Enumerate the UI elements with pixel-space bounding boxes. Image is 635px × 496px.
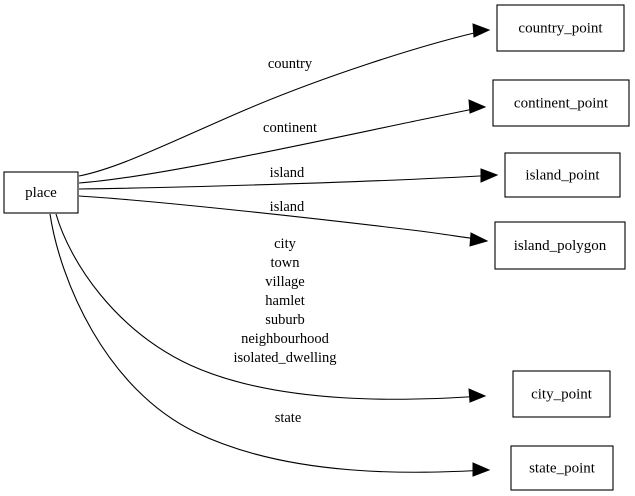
edges-layer [49, 23, 499, 477]
edge-label-line: hamlet [265, 293, 304, 309]
edge-line [78, 195, 486, 241]
arrow-head-icon [469, 232, 489, 247]
edge-place-to-state_point[interactable] [49, 213, 491, 477]
edge-label-island_polygon: island [270, 199, 305, 215]
node-label: continent_point [514, 95, 609, 111]
node-label: island_point [525, 167, 600, 183]
arrow-head-icon [468, 388, 487, 403]
edge-label-island_point: island [270, 165, 305, 181]
node-city_point[interactable]: city_point [512, 370, 611, 418]
node-country_point[interactable]: country_point [496, 4, 625, 52]
node-island_point[interactable]: island_point [504, 152, 621, 198]
edge-label-line: island [270, 165, 305, 181]
edge-line [78, 106, 484, 184]
edge-line [55, 213, 484, 400]
edge-place-to-city_point[interactable] [55, 213, 487, 403]
edge-label-state_point: state [275, 410, 302, 426]
edge-line [78, 174, 496, 190]
edge-place-to-island_point[interactable] [78, 168, 499, 190]
node-label: place [25, 185, 57, 201]
node-label: state_point [529, 460, 596, 476]
edge-label-line: continent [263, 120, 317, 136]
nodes-layer: place country_point continent_point island_… [3, 4, 630, 491]
node-box [504, 152, 621, 198]
edge-label-country_point: country [268, 56, 313, 72]
edge-label-line: state [275, 410, 302, 426]
edge-label-line: isolated_dwelling [233, 350, 336, 366]
edge-label-line: village [265, 274, 304, 290]
node-island_polygon[interactable]: island_polygon [494, 221, 626, 270]
edge-label-line: country [268, 56, 313, 72]
node-box [492, 79, 630, 127]
node-label: country_point [518, 20, 603, 36]
node-box [494, 221, 626, 270]
node-place[interactable]: place [3, 171, 79, 214]
edge-place-to-continent_point[interactable] [78, 99, 487, 184]
node-label: island_polygon [514, 238, 607, 254]
edge-label-line: suburb [265, 312, 304, 328]
edge-line [78, 29, 488, 177]
edge-label-line: city [274, 236, 296, 252]
node-box [496, 4, 625, 52]
node-box [3, 171, 79, 214]
node-state_point[interactable]: state_point [510, 445, 614, 491]
edge-place-to-country_point[interactable] [78, 23, 491, 177]
node-label: city_point [531, 386, 593, 402]
edge-label-continent_point: continent [263, 120, 317, 136]
arrow-head-icon [472, 23, 491, 38]
arrow-head-icon [480, 168, 499, 183]
node-box [510, 445, 614, 491]
edge-label-city_point: city town village hamlet suburb neighbourhood… [233, 236, 336, 366]
edge-place-to-island_polygon[interactable] [78, 195, 489, 247]
arrow-head-icon [468, 99, 487, 114]
node-continent_point[interactable]: continent_point [492, 79, 630, 127]
node-box [512, 370, 611, 418]
edge-label-line: neighbourhood [241, 331, 330, 347]
edge-labels-layer: country continent island island city town vill… [233, 56, 336, 426]
edge-label-line: island [270, 199, 305, 215]
edge-line [49, 213, 488, 473]
arrow-head-icon [472, 462, 491, 477]
edge-label-line: town [271, 255, 301, 271]
